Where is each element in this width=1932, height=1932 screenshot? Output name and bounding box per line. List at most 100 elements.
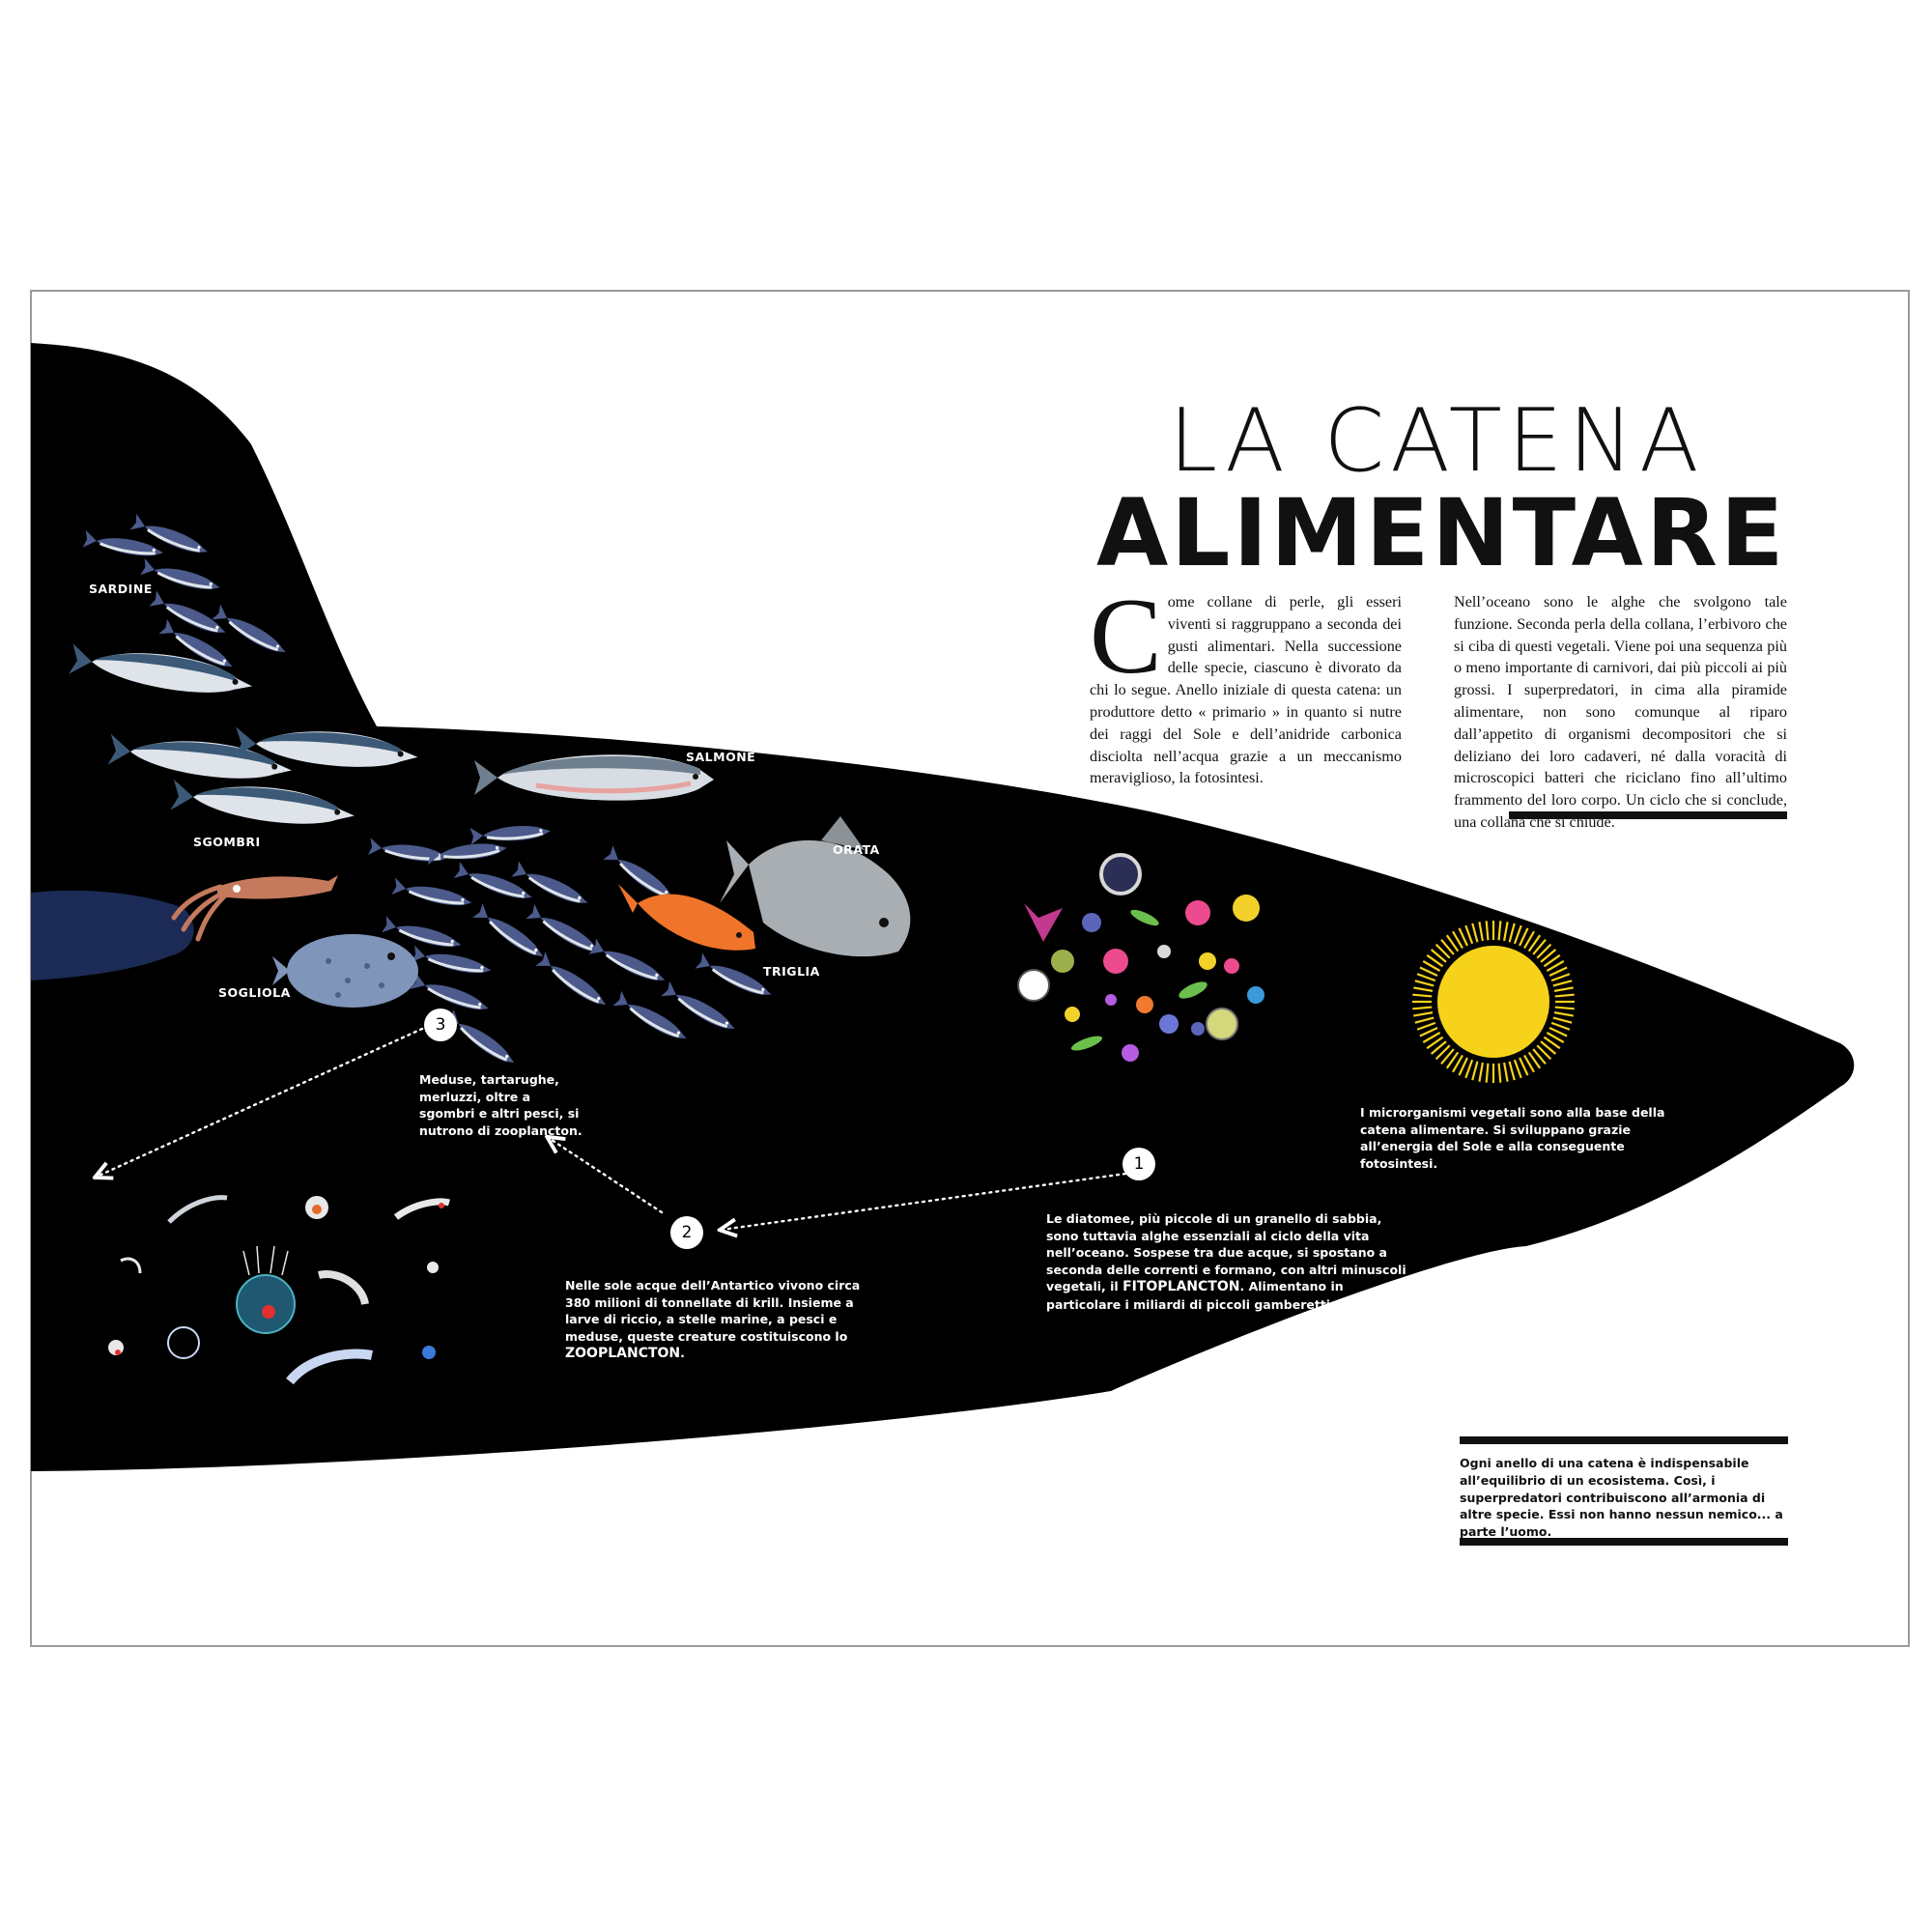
phytoplankton-cluster	[1017, 853, 1264, 1062]
zooplankton-cluster	[108, 1195, 451, 1385]
sun-ray	[1458, 1057, 1468, 1076]
sun-ray	[1508, 923, 1516, 943]
sun-ray	[1414, 1016, 1435, 1024]
sun-ray	[1445, 1051, 1460, 1069]
sun-ray	[1497, 921, 1502, 941]
label-sardine: SARDINE	[89, 582, 153, 596]
step-1-caption: Le diatomee, più piccole di un granello …	[1046, 1211, 1406, 1312]
sun-ray	[1478, 922, 1484, 942]
sun-ray	[1445, 934, 1460, 952]
sun-ray	[1527, 934, 1542, 952]
sun-ray	[1464, 924, 1474, 945]
sun-ray	[1413, 986, 1434, 992]
sun-ray	[1416, 973, 1436, 982]
sun-disc	[1437, 946, 1549, 1058]
sun-ray	[1519, 927, 1529, 947]
sun-graphic	[1412, 921, 1575, 1083]
sun-ray	[1416, 1021, 1436, 1031]
sun-ray	[1548, 966, 1568, 977]
sun-ray	[1419, 966, 1438, 977]
label-orata: ORATA	[833, 842, 880, 857]
sun-ray	[1426, 1036, 1444, 1050]
sun-ray	[1527, 1051, 1542, 1069]
sun-ray	[1548, 1027, 1568, 1037]
sun-ray	[1553, 986, 1574, 992]
sun-ray	[1440, 1048, 1455, 1065]
sun-ray	[1422, 1032, 1441, 1043]
sun-ray	[1426, 953, 1444, 968]
sun-ray	[1546, 1032, 1565, 1043]
sun-ray	[1414, 980, 1435, 987]
sun-ray	[1536, 1044, 1552, 1061]
sun-ray	[1435, 1044, 1451, 1061]
intro-column-2-text: Nell’oceano sono le alghe che svolgono t…	[1454, 593, 1787, 831]
sun-ray	[1503, 1062, 1509, 1082]
sun-ray	[1554, 1006, 1575, 1010]
sun-ray	[1485, 1063, 1490, 1083]
sun-ray	[1419, 1027, 1438, 1037]
label-salmone: SALMONE	[686, 750, 756, 764]
sun-ray	[1540, 1040, 1557, 1055]
step-number-3: 3	[424, 1009, 457, 1041]
sun-ray	[1452, 930, 1463, 950]
sun-ray	[1435, 943, 1451, 959]
sun-ray	[1550, 973, 1571, 982]
sun-ray	[1413, 1011, 1434, 1017]
sun-ray	[1464, 1059, 1474, 1079]
box-bottom-rule	[1460, 1538, 1788, 1546]
sun-ray	[1471, 1061, 1479, 1081]
sun-ray	[1540, 949, 1557, 963]
step-2-caption: Nelle sole acque dell’Antartico vivono c…	[565, 1278, 861, 1362]
sun-ray	[1485, 921, 1490, 941]
sun-ray	[1536, 943, 1552, 959]
label-sgombri: SGOMBRI	[193, 835, 261, 849]
sun-ray	[1430, 1040, 1447, 1055]
sun-ray	[1546, 960, 1565, 972]
shark-silhouette	[31, 343, 1855, 1471]
sun-ray	[1552, 980, 1573, 987]
intro-column-1-text: ome collane di perle, gli esseri viventi…	[1090, 593, 1402, 787]
squid	[171, 875, 338, 942]
sun-caption: I microrganismi vegetali sono alla base …	[1360, 1105, 1665, 1171]
title-line-2: ALIMENTARE	[1096, 479, 1787, 587]
sun-ray	[1532, 1048, 1547, 1065]
salmon-fish	[474, 754, 714, 801]
red-mullet-fish	[618, 884, 755, 951]
step-number-2: 2	[670, 1216, 703, 1249]
sun-ray	[1554, 993, 1575, 998]
sun-ray	[1497, 1063, 1502, 1083]
intro-end-rule	[1509, 811, 1787, 819]
sun-ray	[1513, 924, 1522, 945]
tentacle-shape	[31, 890, 194, 980]
sun-ray	[1503, 922, 1509, 942]
intro-column-2: Nell’oceano sono le alghe che svolgono t…	[1454, 591, 1787, 834]
arrow-3-to-left	[97, 1027, 424, 1177]
sun-ray	[1458, 927, 1468, 947]
box-top-rule	[1460, 1436, 1788, 1444]
sun-ray	[1543, 953, 1561, 968]
fitoplancton-highlight: FITOPLANCTON	[1122, 1279, 1240, 1295]
title-line-1: LA CATENA	[1169, 390, 1705, 492]
ecosystem-note: Ogni anello di una catena è indispensabi…	[1460, 1456, 1783, 1540]
sun-ray	[1471, 923, 1479, 943]
sun-ray	[1440, 938, 1455, 955]
intro-column-1: C ome collane di perle, gli esseri viven…	[1090, 577, 1402, 789]
label-sogliola: SOGLIOLA	[218, 985, 291, 1000]
sun-ray	[1519, 1057, 1529, 1076]
sun-ray	[1523, 930, 1535, 950]
sole-fish	[272, 934, 418, 1008]
label-triglia: TRIGLIA	[763, 964, 820, 979]
step-3-caption: Meduse, tartarughe, merluzzi, oltre a sg…	[419, 1072, 582, 1138]
arrow-2-to-3	[549, 1138, 664, 1214]
sun-ray	[1550, 1021, 1571, 1031]
sun-ray	[1552, 1016, 1573, 1024]
gilthead-bream-fish	[720, 816, 911, 957]
sun-ray	[1532, 938, 1547, 955]
step-number-1: 1	[1122, 1148, 1155, 1180]
sun-ray	[1430, 949, 1447, 963]
sun-ray	[1412, 1006, 1433, 1010]
drop-cap: C	[1090, 577, 1162, 696]
sun-ray	[1422, 960, 1441, 972]
sun-ray	[1452, 1054, 1463, 1073]
